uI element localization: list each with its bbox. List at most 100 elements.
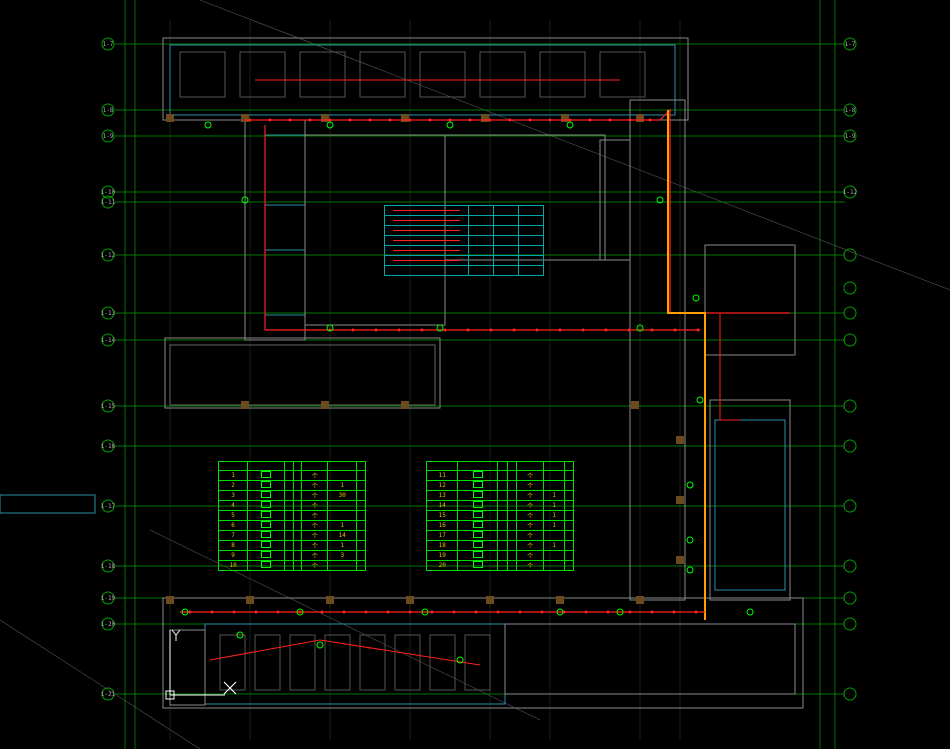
device-symbol <box>686 566 694 574</box>
trunk-route <box>667 110 706 620</box>
device-point <box>468 118 472 122</box>
model-cell <box>292 470 303 481</box>
name-cell <box>284 500 294 511</box>
quantity-cell <box>543 550 565 561</box>
device-point <box>248 118 252 122</box>
row-number: 11 <box>425 470 459 481</box>
column <box>676 436 684 444</box>
name-cell <box>284 510 294 521</box>
name-cell <box>497 560 508 571</box>
device-point <box>428 118 432 122</box>
grid-bubble-right <box>843 399 857 413</box>
device-point <box>512 328 516 332</box>
symbol-icon <box>247 550 286 561</box>
device-point <box>351 328 355 332</box>
quantity-cell: 1 <box>543 520 565 531</box>
grid-bubble-left <box>101 103 115 117</box>
device-point <box>548 118 552 122</box>
device-point <box>254 610 258 614</box>
model-cell <box>292 480 303 491</box>
quantity-cell <box>327 560 358 571</box>
name-cell <box>284 470 294 481</box>
device-point <box>420 328 424 332</box>
wall <box>244 119 306 341</box>
unit-cell: 个 <box>515 510 545 521</box>
device-symbol <box>421 608 429 616</box>
legend-cell <box>383 265 470 276</box>
legend-cell <box>493 215 520 226</box>
device-point <box>328 118 332 122</box>
model-cell <box>506 530 517 541</box>
column <box>636 114 644 122</box>
name-cell <box>284 520 294 531</box>
device-point <box>588 118 592 122</box>
grid-bubble-right <box>843 129 857 143</box>
row-number: 17 <box>425 530 459 541</box>
grid-bubble-left <box>101 248 115 262</box>
device-point <box>397 328 401 332</box>
grid-label-left: 1-8 <box>103 107 114 114</box>
header-cell <box>217 461 249 471</box>
device-point <box>443 328 447 332</box>
name-cell <box>497 490 508 501</box>
desk-group <box>239 51 286 98</box>
cable-legend-table <box>383 205 544 276</box>
ucs-y-marker <box>171 629 181 641</box>
grid-bubble-right <box>843 617 857 631</box>
grid-label-left: 1-21 <box>101 691 116 698</box>
row-number: 15 <box>425 510 459 521</box>
model-cell <box>506 520 517 531</box>
legend-cell <box>468 235 495 246</box>
device-point <box>604 328 608 332</box>
grid-bubble-left <box>101 499 115 513</box>
unit-cell: 个 <box>301 520 329 531</box>
grid-label-right: 1-8 <box>845 107 856 114</box>
quantity-cell <box>543 560 565 571</box>
symbol-icon <box>457 500 499 511</box>
symbol-icon <box>247 510 286 521</box>
grid-label-left: 1-7 <box>103 41 114 48</box>
grid-bubble-right <box>843 103 857 117</box>
note-cell <box>563 520 575 531</box>
device-symbol <box>686 481 694 489</box>
note-cell <box>563 480 575 491</box>
grid-bubble-right <box>843 591 857 605</box>
column <box>486 596 494 604</box>
device-point <box>408 118 412 122</box>
model-cell <box>292 530 303 541</box>
legend-cell <box>468 265 495 276</box>
unit-cell: 个 <box>301 530 329 541</box>
grid-label-left: 1-12 <box>101 252 116 259</box>
device-point <box>466 328 470 332</box>
quantity-cell: 1 <box>543 510 565 521</box>
grid-label-left: 1-18 <box>101 563 116 570</box>
symbol-icon <box>457 520 499 531</box>
desk-group <box>289 634 316 691</box>
legend-cell <box>383 205 470 216</box>
grid-bubble-left <box>101 333 115 347</box>
column <box>481 114 489 122</box>
model-cell <box>506 510 517 521</box>
unit-cell: 个 <box>301 480 329 491</box>
desk-group <box>254 634 281 691</box>
model-cell <box>506 490 517 501</box>
desk-group <box>539 51 586 98</box>
column <box>636 596 644 604</box>
desk-group <box>419 51 466 98</box>
unit-cell: 个 <box>301 500 329 511</box>
wall <box>162 597 804 709</box>
device-symbol <box>616 608 624 616</box>
device-point <box>232 610 236 614</box>
column <box>246 596 254 604</box>
model-cell <box>292 550 303 561</box>
